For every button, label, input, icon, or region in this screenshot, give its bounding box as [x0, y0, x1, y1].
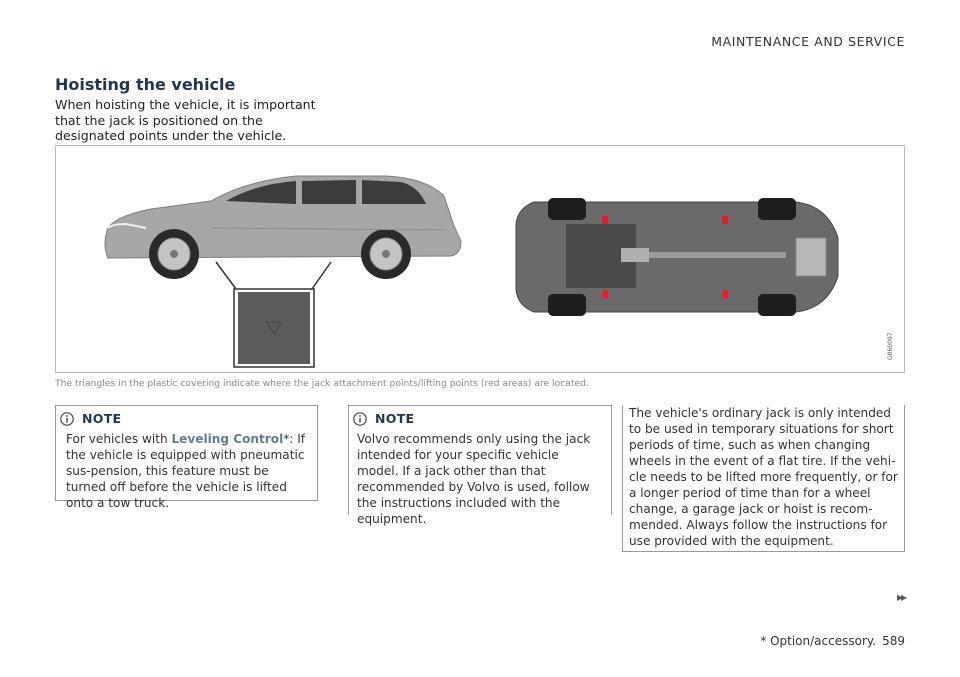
note-body: For vehicles with Leveling Control*: If … — [66, 432, 306, 510]
vehicle-figure: G060097 — [55, 145, 905, 373]
note-leveling-control: NOTE For vehicles with Leveling Control*… — [55, 405, 318, 510]
footer-note: * Option/accessory. — [760, 634, 877, 648]
car-side-illustration — [104, 175, 462, 279]
note-heading: NOTE — [82, 411, 122, 426]
jack-point-callout — [215, 261, 332, 368]
section-header: MAINTENANCE AND SERVICE — [711, 34, 905, 49]
page-number: 589 — [882, 634, 905, 648]
car-underside-illustration — [515, 198, 839, 316]
continue-arrow-icon: ▸▸ — [896, 590, 907, 604]
lift-point-rear-left — [722, 216, 728, 224]
page-footer: * Option/accessory. 589 — [760, 634, 905, 648]
figure-code: G060097 — [887, 332, 894, 360]
page-title: Hoisting the vehicle — [55, 75, 236, 94]
intro-paragraph: When hoisting the vehicle, it is importa… — [55, 97, 316, 143]
note-body: Volvo recommends only using the jack int… — [357, 432, 591, 526]
lift-point-front-left — [602, 216, 608, 224]
lift-point-rear-right — [722, 290, 728, 298]
info-icon — [60, 412, 74, 426]
note-jack-recommendation: NOTE Volvo recommends only using the jac… — [348, 405, 612, 526]
figure-caption: The triangles in the plastic covering in… — [55, 378, 589, 389]
jack-usage-paragraph: The vehicle's ordinary jack is only inte… — [622, 405, 905, 552]
info-icon — [353, 412, 367, 426]
leveling-control-link[interactable]: Leveling Control — [171, 432, 284, 446]
note-heading: NOTE — [375, 411, 415, 426]
lift-point-front-right — [602, 290, 608, 298]
